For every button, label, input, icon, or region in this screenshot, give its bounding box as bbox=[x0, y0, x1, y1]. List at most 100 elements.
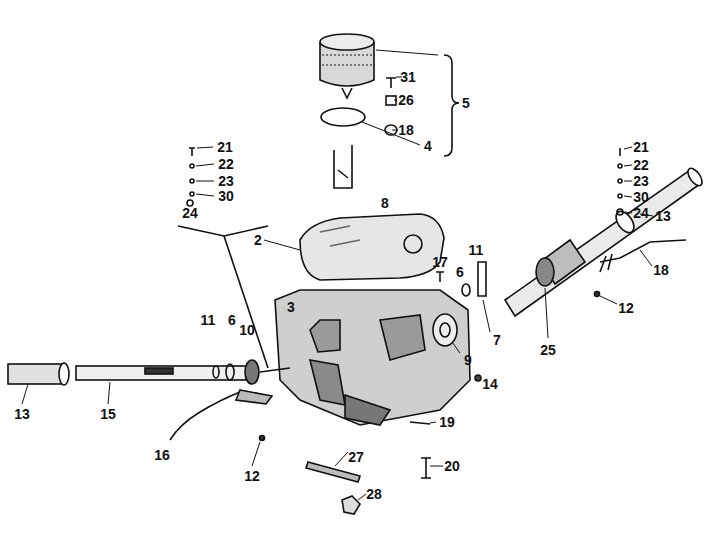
handle-rod bbox=[178, 226, 268, 368]
callout-number: 15 bbox=[99, 407, 117, 421]
screw bbox=[189, 148, 195, 156]
leader-line bbox=[640, 250, 652, 266]
callout-number: 19 bbox=[438, 415, 456, 429]
leader-line bbox=[392, 130, 398, 131]
callout-number: 11 bbox=[200, 313, 217, 327]
callout-number: 4 bbox=[423, 139, 433, 153]
housing bbox=[300, 214, 444, 280]
callout-number: 7 bbox=[492, 333, 502, 347]
callout-number: 30 bbox=[632, 190, 650, 204]
gear-case bbox=[275, 290, 470, 425]
housing-hole bbox=[404, 235, 422, 253]
washer bbox=[618, 194, 622, 198]
throttle-lever bbox=[600, 240, 686, 272]
callout-number: 11 bbox=[468, 243, 485, 257]
group-brace bbox=[444, 55, 459, 156]
callout-number: 31 bbox=[399, 70, 417, 84]
callout-number: 12 bbox=[617, 301, 635, 315]
callout-number: 16 bbox=[153, 448, 171, 462]
callout-number: 20 bbox=[443, 459, 461, 473]
screw bbox=[260, 436, 265, 441]
leader-line bbox=[376, 50, 438, 55]
washer bbox=[190, 179, 194, 183]
link-bar bbox=[306, 462, 360, 482]
bearing bbox=[245, 360, 259, 384]
leader-line bbox=[335, 452, 348, 466]
case-foot bbox=[345, 395, 390, 425]
callout-number: 14 bbox=[481, 377, 499, 391]
callout-number: 26 bbox=[397, 93, 415, 107]
cable bbox=[170, 392, 240, 440]
parts bbox=[8, 34, 705, 514]
seal-hole bbox=[440, 323, 450, 337]
cylinder-tip bbox=[342, 88, 352, 98]
screw bbox=[595, 292, 600, 297]
leader-line bbox=[545, 288, 548, 338]
callout-number: 30 bbox=[217, 189, 235, 203]
case-foot bbox=[310, 360, 345, 405]
callout-number: 17 bbox=[431, 255, 449, 269]
cylinder-texture bbox=[322, 55, 372, 65]
callout-number: 6 bbox=[227, 313, 237, 327]
callout-number: 22 bbox=[632, 158, 650, 172]
callout-number: 2 bbox=[253, 233, 263, 247]
callout-number: 28 bbox=[365, 487, 383, 501]
pin bbox=[478, 262, 486, 296]
callout-number: 21 bbox=[632, 140, 650, 154]
washer bbox=[213, 366, 219, 378]
leader-line bbox=[430, 422, 436, 423]
drive-shaft bbox=[76, 366, 246, 380]
housing-texture bbox=[320, 226, 360, 246]
clamp-ring bbox=[536, 258, 554, 286]
washer bbox=[618, 179, 622, 183]
leader-line bbox=[394, 100, 397, 101]
screw bbox=[619, 148, 621, 156]
nut bbox=[342, 496, 360, 514]
callout-number: 24 bbox=[632, 206, 650, 220]
washer bbox=[462, 284, 470, 296]
tube-end bbox=[685, 166, 705, 188]
bolt bbox=[475, 375, 481, 381]
washer bbox=[226, 364, 234, 380]
washer bbox=[190, 192, 194, 196]
bolt bbox=[421, 458, 431, 478]
callout-number: 23 bbox=[632, 174, 650, 188]
callout-number: 6 bbox=[455, 265, 465, 279]
leader-line bbox=[196, 147, 214, 196]
callout-number: 12 bbox=[243, 469, 261, 483]
callout-number: 5 bbox=[461, 96, 471, 110]
callout-number: 8 bbox=[380, 196, 390, 210]
screw bbox=[386, 78, 396, 88]
leader-line bbox=[362, 122, 420, 145]
callout-number: 3 bbox=[286, 300, 296, 314]
tube bbox=[8, 364, 64, 384]
leader-line bbox=[22, 384, 28, 404]
gasket bbox=[321, 108, 365, 126]
callout-number: 25 bbox=[539, 343, 557, 357]
callout-number: 9 bbox=[463, 353, 473, 367]
washer bbox=[618, 164, 622, 168]
callout-number: 13 bbox=[13, 407, 31, 421]
callout-number: 13 bbox=[654, 209, 672, 223]
callout-number: 24 bbox=[181, 206, 199, 220]
case-detail bbox=[310, 315, 425, 360]
screw bbox=[436, 272, 444, 282]
seal bbox=[433, 314, 457, 346]
shaft-link bbox=[260, 368, 290, 372]
leader-line bbox=[264, 240, 300, 250]
leader-line bbox=[358, 494, 366, 500]
leader-line bbox=[452, 342, 460, 353]
callout-number: 27 bbox=[347, 450, 365, 464]
leader-line bbox=[108, 382, 110, 404]
callout-number: 10 bbox=[238, 323, 256, 337]
pin bbox=[410, 422, 430, 424]
tube bbox=[505, 170, 700, 316]
leader-lines bbox=[22, 50, 653, 500]
leader-line bbox=[624, 147, 632, 213]
shaft-spline bbox=[145, 368, 173, 374]
callout-number: 18 bbox=[397, 123, 415, 137]
callout-number: 22 bbox=[217, 157, 235, 171]
bracket-part bbox=[334, 145, 352, 188]
leader-line bbox=[483, 300, 490, 332]
